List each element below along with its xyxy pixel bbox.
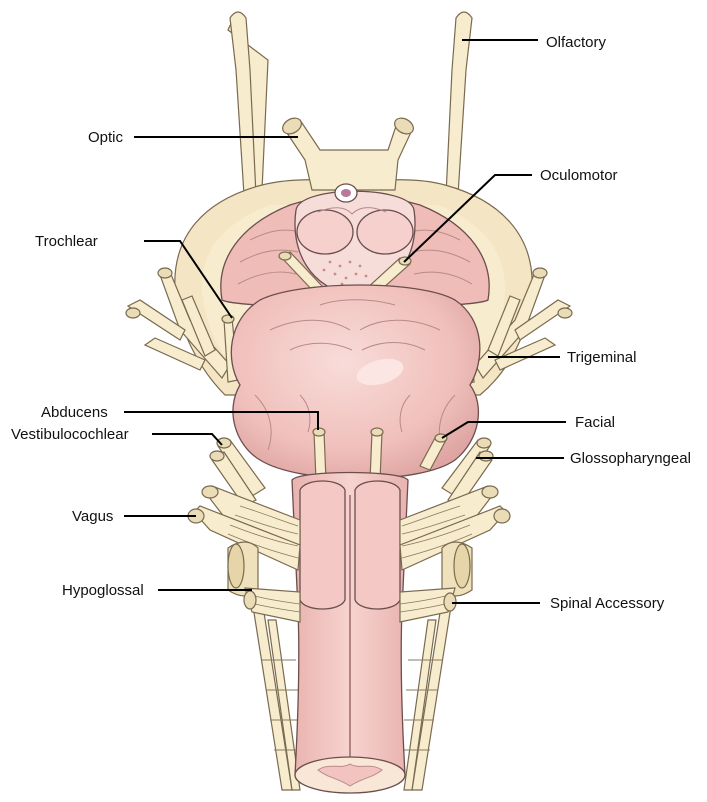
vagus-fan-left <box>188 486 300 596</box>
label-optic: Optic <box>88 129 124 146</box>
pons <box>231 285 480 479</box>
vagus-fan-right <box>400 486 510 596</box>
label-oculomotor: Oculomotor <box>540 167 618 184</box>
optic-chiasm <box>280 115 416 190</box>
label-olfactory: Olfactory <box>546 34 607 51</box>
label-glossopharyngeal: Glossopharyngeal <box>570 450 691 467</box>
label-vagus: Vagus <box>72 508 113 525</box>
label-spinal-accessory: Spinal Accessory <box>550 595 665 612</box>
label-facial: Facial <box>575 414 615 431</box>
medulla-oblongata <box>292 473 408 794</box>
label-abducens: Abducens <box>41 404 108 421</box>
label-vestibulocochlear: Vestibulocochlear <box>11 426 129 443</box>
label-hypoglossal: Hypoglossal <box>62 582 144 599</box>
leader-vestibulocochlear <box>152 434 222 445</box>
label-trochlear: Trochlear <box>35 233 98 250</box>
label-trigeminal: Trigeminal <box>567 349 636 366</box>
